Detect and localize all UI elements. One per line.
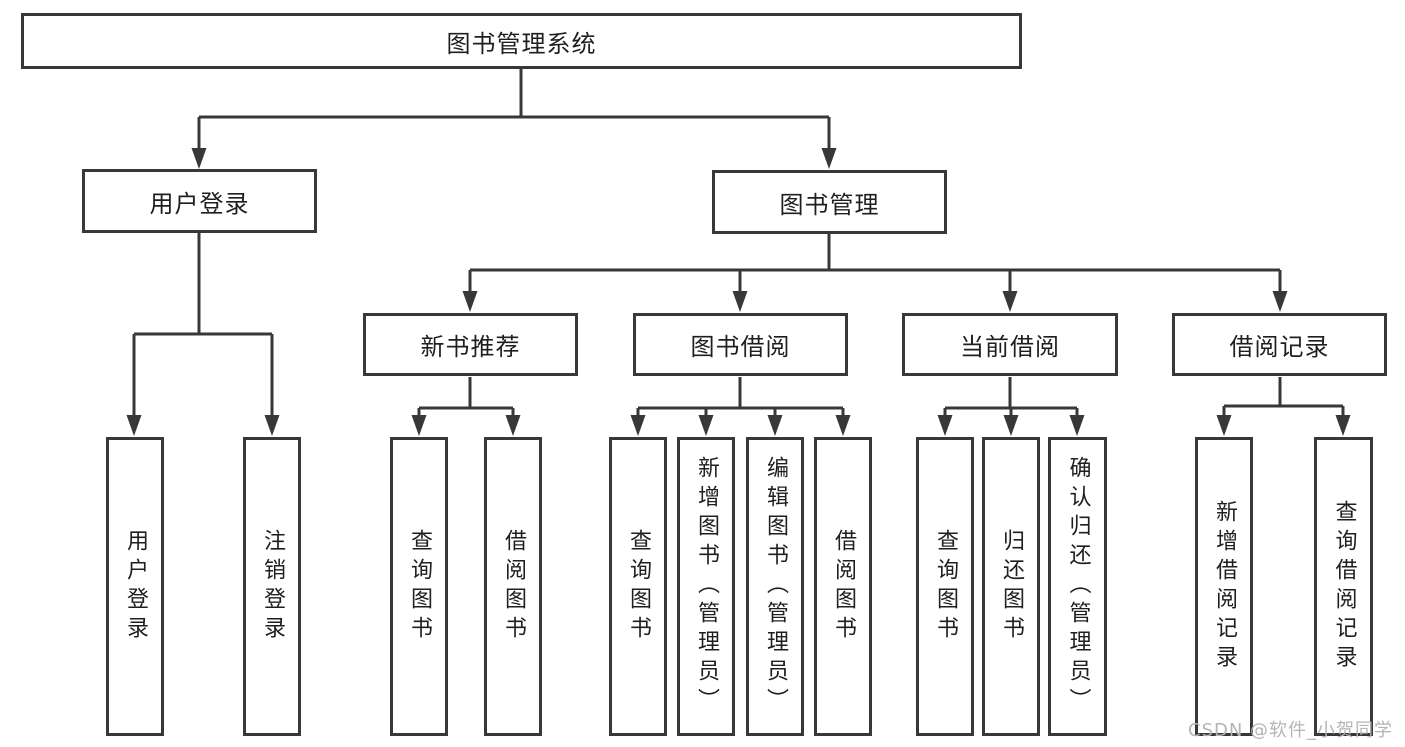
- node-new-book-recommend: 新书推荐: [363, 313, 578, 376]
- node-book-management: 图书管理: [712, 170, 947, 234]
- leaf-borrow-books-recommend: 借阅图书: [484, 437, 542, 736]
- leaf-query-books-borrow: 查询图书: [609, 437, 667, 736]
- leaf-add-borrow-record: 新增借阅记录: [1195, 437, 1253, 736]
- leaf-query-borrow-record-label: 查询借阅记录: [1331, 499, 1357, 674]
- leaf-query-books-recommend-label: 查询图书: [407, 528, 432, 645]
- leaf-edit-book-admin-label: 编辑图书（管理员）: [763, 456, 788, 717]
- leaf-borrow-books: 借阅图书: [814, 437, 872, 736]
- leaf-return-books: 归还图书: [982, 437, 1040, 736]
- node-library-system: 图书管理系统: [21, 13, 1022, 69]
- watermark: CSDN @软件_小贺同学: [1188, 720, 1394, 741]
- leaf-add-book-admin: 新增图书（管理员）: [677, 437, 735, 736]
- node-borrow-records: 借阅记录: [1172, 313, 1387, 376]
- node-user-login-label: 用户登录: [149, 189, 250, 218]
- leaf-query-borrow-record: 查询借阅记录: [1314, 437, 1373, 736]
- node-user-login: 用户登录: [82, 169, 317, 233]
- leaf-edit-book-admin: 编辑图书（管理员）: [746, 437, 804, 736]
- leaf-logout: 注销登录: [243, 437, 301, 736]
- leaf-query-books-current-label: 查询图书: [933, 528, 958, 645]
- node-new-book-recommend-label: 新书推荐: [420, 333, 521, 361]
- leaf-confirm-return-admin: 确认归还（管理员）: [1048, 437, 1107, 736]
- leaf-logout-label: 注销登录: [260, 528, 285, 645]
- leaf-confirm-return-admin-label: 确认归还（管理员）: [1065, 456, 1091, 717]
- leaf-add-book-admin-label: 新增图书（管理员）: [694, 456, 719, 717]
- node-book-borrow-label: 图书借阅: [690, 333, 791, 361]
- leaf-borrow-books-recommend-label: 借阅图书: [501, 528, 526, 645]
- node-current-borrow-label: 当前借阅: [960, 333, 1060, 361]
- leaf-query-books-recommend: 查询图书: [390, 437, 448, 736]
- leaf-user-login: 用户登录: [106, 437, 164, 736]
- leaf-user-login-label: 用户登录: [123, 528, 148, 645]
- node-library-system-label: 图书管理系统: [446, 29, 597, 58]
- node-borrow-records-label: 借阅记录: [1229, 333, 1330, 361]
- leaf-add-borrow-record-label: 新增借阅记录: [1212, 499, 1237, 674]
- leaf-query-books-borrow-label: 查询图书: [626, 528, 651, 645]
- leaf-return-books-label: 归还图书: [999, 528, 1024, 645]
- node-current-borrow: 当前借阅: [902, 313, 1118, 376]
- leaf-query-books-current: 查询图书: [916, 437, 974, 736]
- node-book-borrow: 图书借阅: [633, 313, 848, 376]
- node-book-management-label: 图书管理: [779, 190, 880, 219]
- leaf-borrow-books-label: 借阅图书: [831, 528, 856, 645]
